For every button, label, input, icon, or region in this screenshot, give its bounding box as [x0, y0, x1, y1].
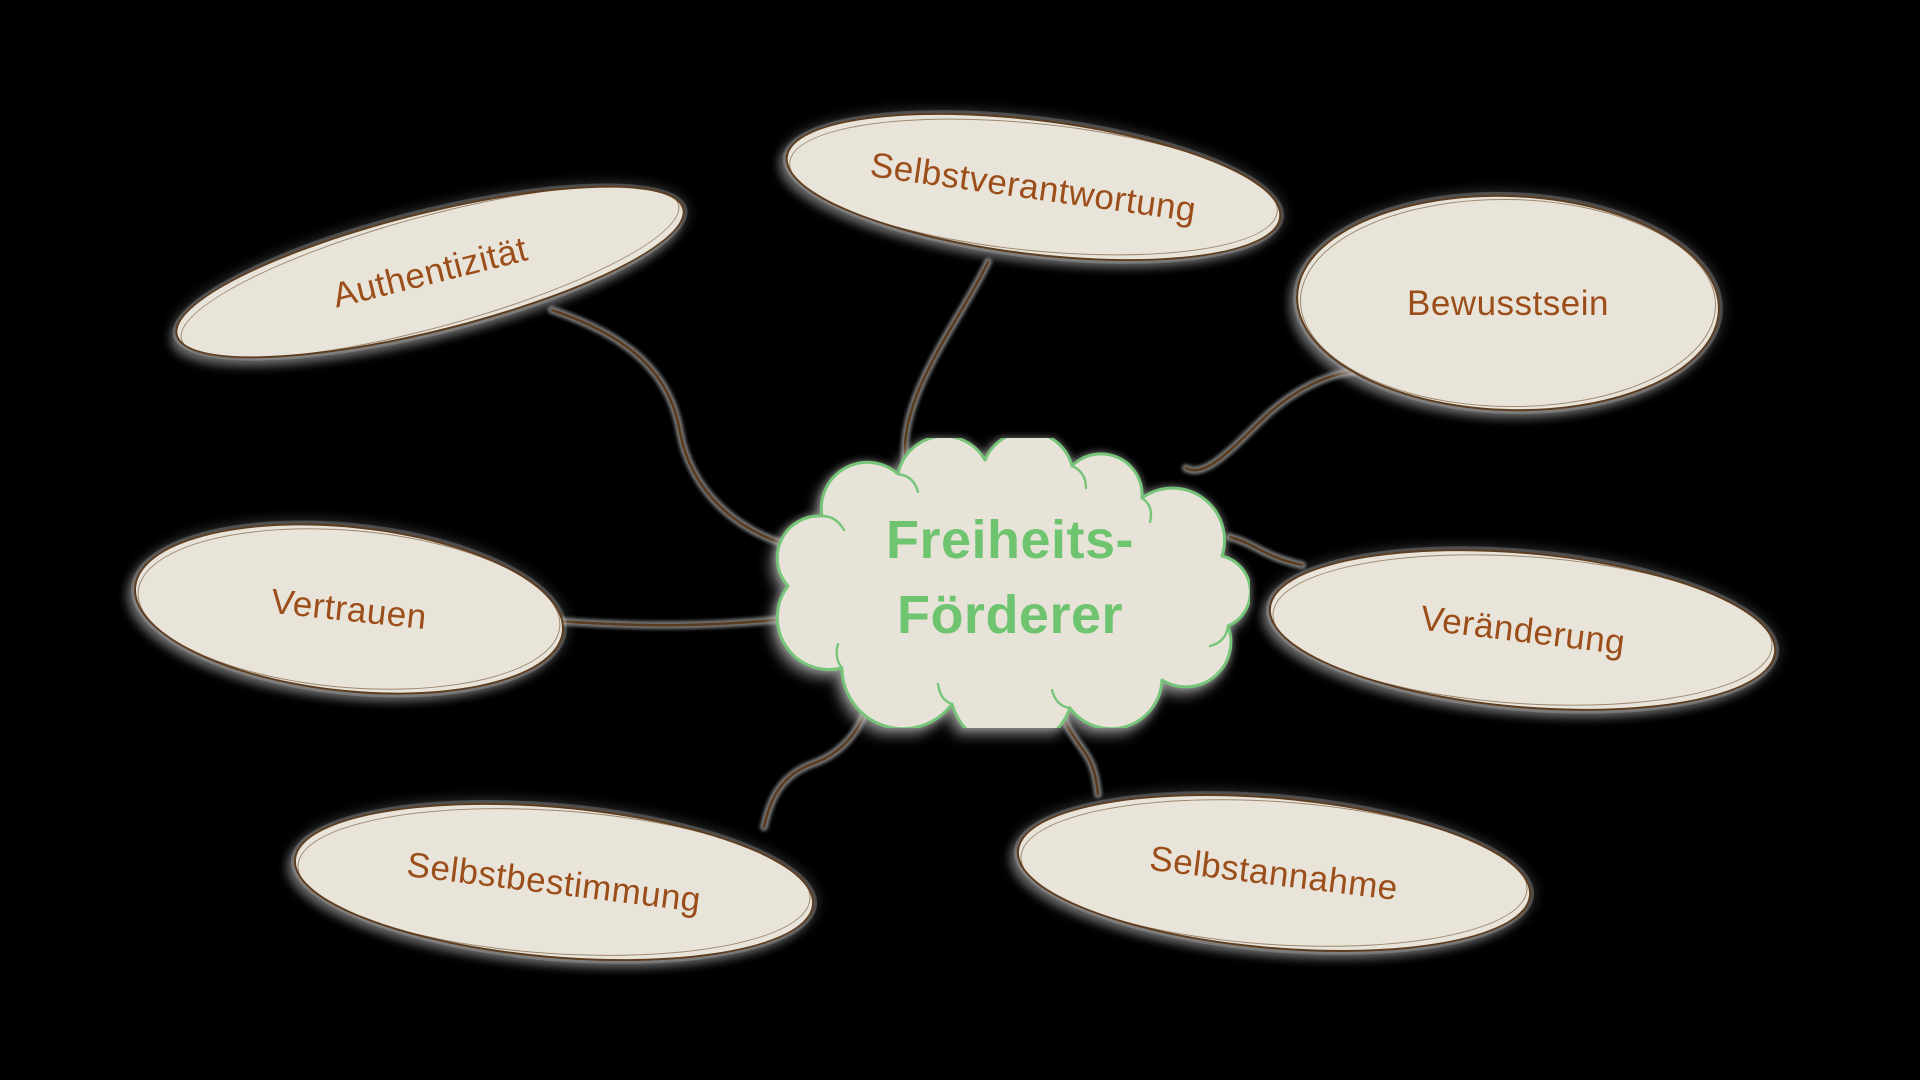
center-label-line1: Freiheits-	[885, 510, 1135, 571]
connector-selbstverantwortung	[903, 260, 990, 465]
cloud-shape	[775, 438, 1250, 728]
node-label: Bewusstsein	[1407, 283, 1609, 323]
node-label: Authentizität	[328, 228, 532, 316]
connector-selbstannahme	[1056, 698, 1100, 796]
node-label: Selbstbestimmung	[404, 844, 704, 920]
node-label: Selbstannahme	[1147, 838, 1401, 908]
node-label: Selbstverantwortung	[868, 144, 1199, 230]
connector-authentizitaet	[550, 308, 814, 553]
connector-veraenderung	[1228, 535, 1304, 567]
center-node-cloud[interactable]: Freiheits- Förderer	[770, 438, 1250, 728]
node-label: Veränderung	[1417, 598, 1628, 662]
connector-vertrauen	[555, 616, 797, 627]
connector-selbstbestimmung	[762, 688, 874, 829]
node-label: Vertrauen	[269, 581, 429, 637]
center-node-label: Freiheits- Förderer	[800, 458, 1220, 698]
center-label-line2: Förderer	[896, 585, 1124, 645]
connector-bewusstsein	[1184, 369, 1362, 472]
